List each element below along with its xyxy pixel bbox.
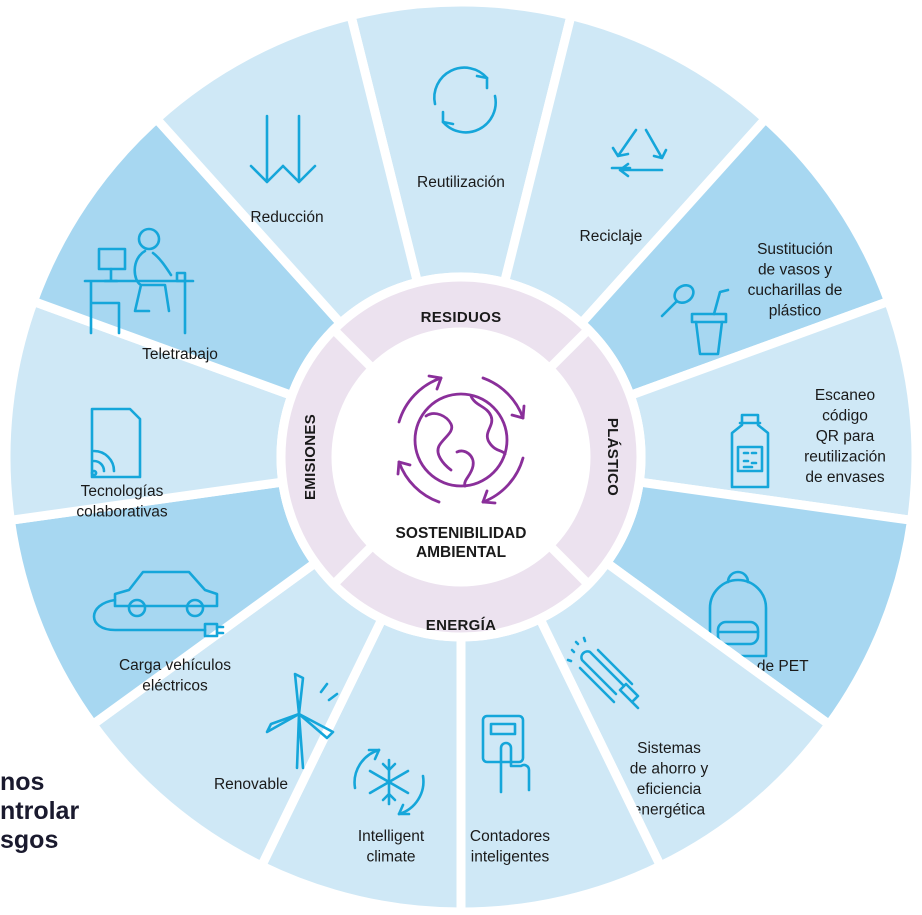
segment-label: de envases [805, 469, 885, 486]
teleworker-icon [83, 227, 195, 335]
wind-turbine-icon [265, 672, 339, 770]
segment-label: colaborativas [76, 504, 168, 521]
segment-label: Reciclaje [580, 228, 643, 245]
bottle-qr-icon [730, 413, 770, 489]
center-title-line-2: AMBIENTAL [416, 544, 506, 561]
segment-label: QR para [816, 428, 875, 445]
segment-label: plástico [769, 303, 822, 320]
segment-label: Carga vehículos [119, 657, 231, 674]
category-label-3: EMISIONES [302, 414, 319, 500]
category-label-2: ENERGÍA [426, 617, 496, 634]
segment-label: Contadores [470, 828, 550, 845]
segment-label: Escaneo [815, 387, 875, 404]
segment-label: Tecnologías [81, 483, 164, 500]
snowflake-icon [353, 748, 425, 816]
category-label-0: RESIDUOS [421, 309, 502, 326]
segment-label: Intelligent [358, 828, 425, 845]
segment-label: Sustitución [757, 241, 833, 258]
segment-label: climate [366, 849, 415, 866]
segment-label: reutilización [804, 449, 886, 466]
segment-label: eficiencia [637, 781, 702, 798]
category-label-1: PLÁSTICO [604, 418, 621, 496]
segment-label: cucharillas de [748, 282, 843, 299]
segment-label: Renovable [214, 776, 288, 793]
refresh-icon [433, 66, 497, 134]
segment-label: eléctricos [142, 678, 208, 695]
device-wifi-icon [90, 407, 142, 479]
meter-icon [481, 714, 531, 794]
side-heading-line-3: sgos [0, 826, 59, 854]
side-heading-line-1: nos [0, 768, 45, 796]
down-arrows-icon [249, 114, 317, 184]
segment-label: Reutilización [417, 174, 505, 191]
center-circle [336, 332, 586, 582]
segment-label: de ahorro y [630, 761, 709, 778]
segment-label: energética [633, 802, 706, 819]
recycle-icon [610, 128, 668, 178]
cup-spoon-icon [660, 283, 730, 356]
center-title-line-1: SOSTENIBILIDAD [396, 525, 527, 542]
bulb-icon [566, 636, 640, 710]
segment-label: código [822, 408, 868, 425]
side-heading: nos ntrolar sgos [0, 768, 110, 855]
backpack-icon [708, 570, 768, 658]
side-heading-line-2: ntrolar [0, 797, 80, 825]
segment-label: Reducción [250, 209, 323, 226]
segment-label: Sistemas [637, 740, 701, 757]
electric-car-icon [92, 570, 225, 638]
segment-label: de vasos y [758, 262, 832, 279]
globe-icon [396, 374, 526, 505]
center-disc: SOSTENIBILIDAD AMBIENTAL [336, 332, 586, 582]
segment-label: inteligentes [471, 849, 550, 866]
category-ring: RESIDUOS PLÁSTICO ENERGÍA EMISIONES [276, 272, 646, 642]
segment-label: Teletrabajo [142, 346, 218, 363]
